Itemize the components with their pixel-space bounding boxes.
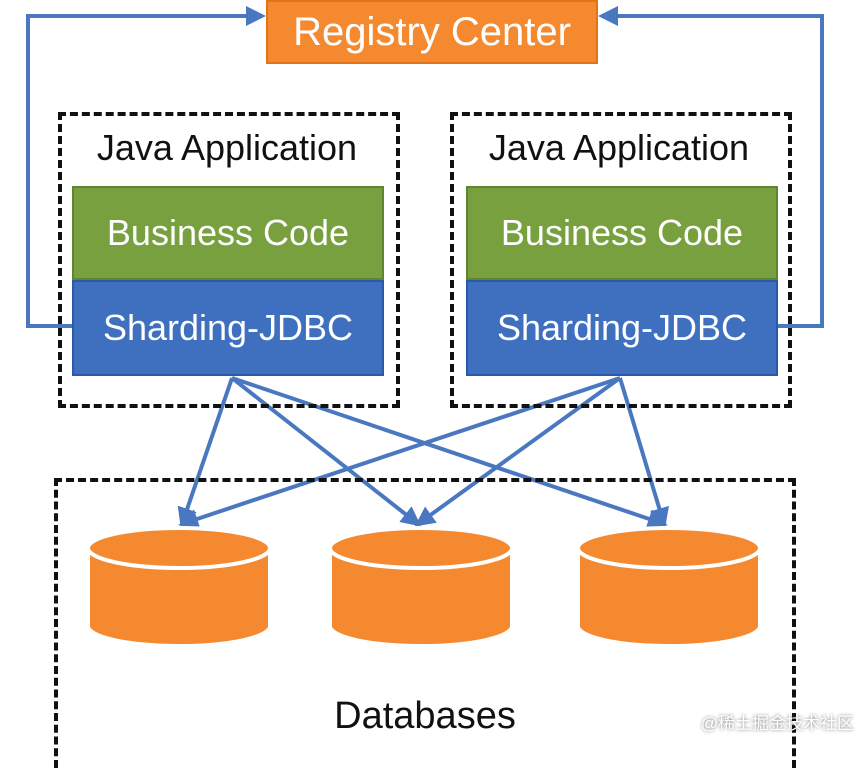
right-to-db1-arrow bbox=[178, 376, 621, 529]
left-to-db3-arrow bbox=[231, 376, 668, 529]
business-code-right: Business Code bbox=[466, 186, 778, 280]
databases-container bbox=[54, 478, 796, 768]
java-application-left-title-text: Java Application bbox=[96, 127, 358, 168]
database-cylinder-2 bbox=[328, 526, 514, 648]
java-application-right-title-text: Java Application bbox=[488, 127, 750, 168]
business-code-right-label: Business Code bbox=[500, 212, 744, 253]
left-to-db2-arrow bbox=[230, 376, 422, 527]
databases-label: Databases bbox=[270, 692, 580, 740]
sharding-jdbc-right-label: Sharding-JDBC bbox=[496, 307, 748, 348]
java-application-left-title: Java Application bbox=[72, 124, 382, 172]
right-to-db2-arrow bbox=[414, 376, 622, 527]
right-registry-connector bbox=[598, 6, 824, 328]
registry-center-box: Registry Center bbox=[266, 0, 598, 64]
sharding-jdbc-left-label: Sharding-JDBC bbox=[102, 307, 354, 348]
database-cylinders-layer bbox=[86, 526, 762, 648]
connectors-layer bbox=[26, 6, 824, 529]
left-to-db1-arrow bbox=[177, 377, 234, 528]
watermark-text: @稀土掘金技术社区 bbox=[640, 708, 854, 734]
watermark-label: @稀土掘金技术社区 bbox=[700, 713, 854, 733]
database-cylinder-3 bbox=[576, 526, 762, 648]
left-registry-connector bbox=[26, 6, 266, 328]
java-application-right-container bbox=[450, 112, 792, 408]
java-application-right-title: Java Application bbox=[464, 124, 774, 172]
sharding-jdbc-right: Sharding-JDBC bbox=[466, 280, 778, 376]
database-cylinder-1 bbox=[86, 526, 272, 648]
right-to-db3-arrow bbox=[618, 377, 669, 528]
business-code-left-label: Business Code bbox=[106, 212, 350, 253]
registry-center-label: Registry Center bbox=[293, 9, 571, 54]
databases-label-text: Databases bbox=[334, 694, 516, 737]
java-application-left-container bbox=[58, 112, 400, 408]
sharding-jdbc-left: Sharding-JDBC bbox=[72, 280, 384, 376]
business-code-left: Business Code bbox=[72, 186, 384, 280]
